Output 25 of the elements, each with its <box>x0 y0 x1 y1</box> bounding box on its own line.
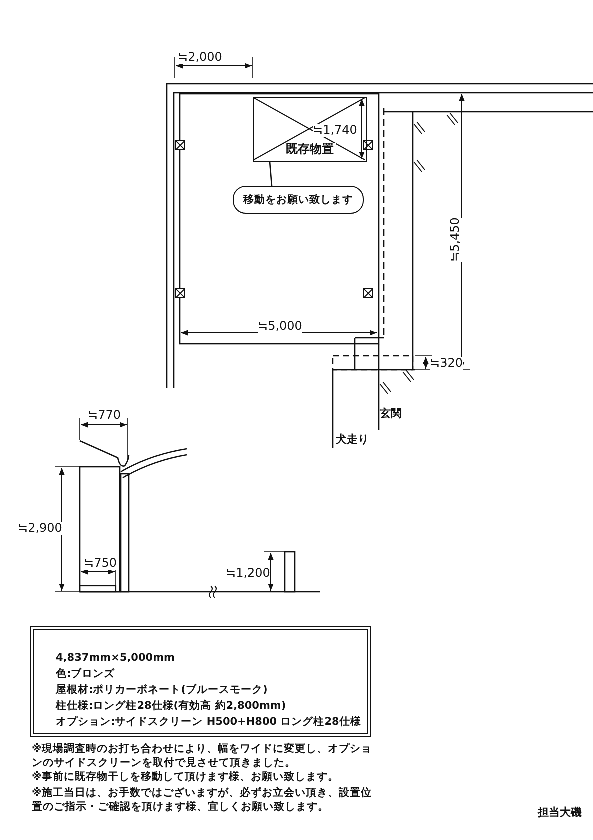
dimension-label: ≒1,740 <box>313 124 358 137</box>
dimension-label: ≒1,200 <box>226 567 270 580</box>
spec-text: 色:ブロンズ <box>56 668 116 681</box>
dimension-label: ≒2,000 <box>178 51 222 64</box>
dimension-label: ≒750 <box>84 557 117 570</box>
area-label: 犬走り <box>336 433 369 446</box>
spec-text: 4,837mm×5,000mm <box>56 652 175 665</box>
dimension-label: ≒5,000 <box>258 320 302 333</box>
callout-bubble <box>233 186 364 214</box>
note-text: ※現場調査時のお打ち合わせにより、幅をワイドに変更し、オプションのサイドスクリーンを取付で見させて頂きました。 <box>32 742 374 770</box>
dimension-label: ≒5,450 <box>449 218 462 262</box>
spec-box <box>30 626 371 737</box>
note-text: ※事前に既存物干しを移動して頂けます様、お願い致します。 <box>32 771 340 784</box>
dimension-label: ≒770 <box>88 409 121 422</box>
spec-text: 屋根材:ポリカーボネート(ブルースモーク) <box>56 684 268 697</box>
spec-text: 柱仕様:ロング柱28仕様(有効高 約2,800mm) <box>56 700 286 713</box>
leader-line <box>269 162 273 186</box>
spec-text: オプション:サイドスクリーン H500+H800 ロング柱28仕様 <box>56 716 362 729</box>
dimension-label: ≒320 <box>430 357 463 370</box>
staff-name: 担当大磯 <box>538 806 582 819</box>
note-text: ※施工当日は、お手数ではございますが、必ずお立会い頂き、設置位置のご指示・ご確認を頂けます様、宜しくお願い致します。 <box>32 786 374 814</box>
dimension-label: ≒2,900 <box>18 522 62 535</box>
box-label: 既存物置 <box>284 143 336 156</box>
room-label: 玄関 <box>380 407 402 420</box>
callout-text: 移動をお願い致します <box>242 194 354 207</box>
